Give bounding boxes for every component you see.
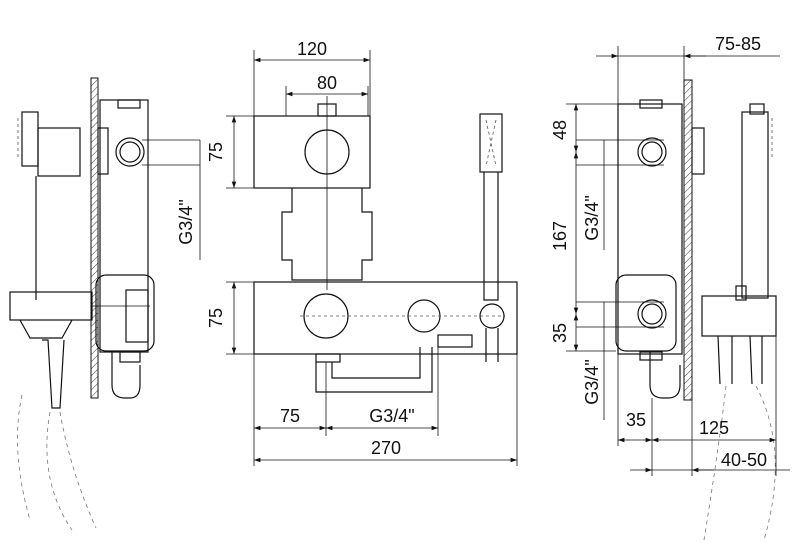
lower-cartridge-left xyxy=(95,274,155,352)
diverter-right xyxy=(701,295,777,337)
label-80: 80 xyxy=(317,73,337,93)
label-270: 270 xyxy=(371,438,401,458)
top-nut-right xyxy=(639,99,663,109)
label-g34-bottom: G3/4" xyxy=(369,406,414,426)
spout-loop-left xyxy=(111,352,141,399)
label-75-upper: 75 xyxy=(206,142,226,162)
handshower-nozzles-front-2 xyxy=(485,119,497,167)
label-75-lower: 75 xyxy=(206,308,226,328)
label-75-85: 75-85 xyxy=(715,34,761,54)
knob-detail xyxy=(19,319,73,339)
label-g34-left: G3/4" xyxy=(176,199,196,244)
outlet-fitting-front xyxy=(437,334,473,348)
upper-port-outer xyxy=(115,137,145,167)
lower-body-front xyxy=(253,281,518,355)
label-35-lower: 35 xyxy=(550,323,570,343)
label-40-50: 40-50 xyxy=(721,450,767,470)
hose-right xyxy=(717,335,763,385)
handshower-holder-front xyxy=(479,303,505,329)
hose-dashed-left-2 xyxy=(59,411,97,529)
right-dimensions: 75-85 48 G3/4" 167 35 G3/4" 35 125 40-50 xyxy=(550,34,790,476)
label-120: 120 xyxy=(297,39,327,59)
label-125: 125 xyxy=(699,418,729,438)
right-side-view xyxy=(576,79,777,541)
top-nut-left xyxy=(117,99,141,109)
spout-loop-right xyxy=(649,352,681,399)
label-35-bottom: 35 xyxy=(626,410,646,430)
handshower-head-front xyxy=(479,113,503,173)
spout-nut-right xyxy=(639,351,663,361)
handshower-left xyxy=(21,111,39,167)
lower-port-right-inner xyxy=(641,303,663,325)
left-side-view xyxy=(9,77,200,531)
outlet-port-front xyxy=(315,353,341,363)
upper-port-right-inner xyxy=(641,141,663,163)
spout-loop-front xyxy=(315,347,433,393)
label-75-bottom: 75 xyxy=(280,406,300,426)
lower-knob-left xyxy=(9,291,93,321)
bar-cap-right xyxy=(749,103,765,115)
upper-body-front xyxy=(253,115,371,189)
handshower-nozzles-front xyxy=(485,119,497,167)
slide-bar-right xyxy=(741,111,769,299)
body-plate-right xyxy=(617,103,683,355)
hose-dashed-right xyxy=(703,385,727,541)
lower-port-right-outer xyxy=(637,299,667,329)
wall-panel-right xyxy=(683,79,693,401)
shower-arm-left xyxy=(37,127,81,177)
lower-cartridge-right xyxy=(615,274,677,352)
mount-block-upper xyxy=(97,127,109,175)
diverter-knob-front xyxy=(407,299,441,333)
handshower-hose-front xyxy=(485,328,499,362)
handshower-grip-front xyxy=(483,172,499,301)
lower-cap-left xyxy=(125,289,149,343)
neck-front xyxy=(281,188,373,281)
label-167: 167 xyxy=(550,221,570,251)
wall-panel-left xyxy=(90,77,99,399)
label-48: 48 xyxy=(550,120,570,140)
bar-bracket-right xyxy=(735,285,747,301)
label-g34-upper: G3/4" xyxy=(582,195,602,240)
label-g34-lower: G3/4" xyxy=(582,359,602,404)
hose-left xyxy=(42,339,65,409)
hose-dashed-left xyxy=(46,411,73,531)
hose-dashed-right-2 xyxy=(755,385,776,541)
upper-port-inner xyxy=(119,141,141,163)
mount-block-right xyxy=(691,127,705,175)
front-view xyxy=(253,96,518,393)
spout-nut-left xyxy=(119,351,141,363)
body-plate-left xyxy=(99,99,149,353)
upper-port-right-outer xyxy=(637,137,667,167)
hose-dashed-left-3 xyxy=(17,394,31,521)
front-dimensions: 120 80 75 G3/4" 75 75 G3/4" 270 xyxy=(176,39,518,466)
